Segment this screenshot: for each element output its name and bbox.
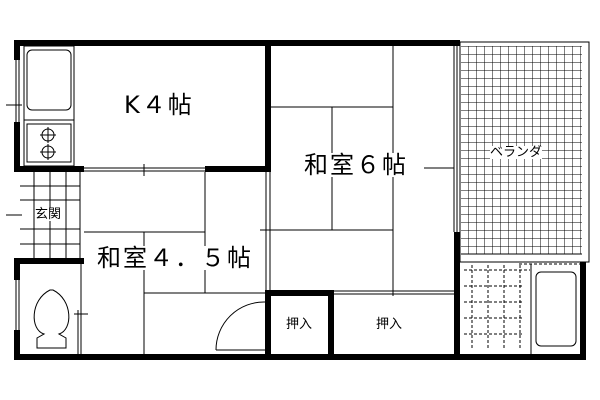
- room-label-balcony: ベランダ: [490, 145, 543, 160]
- kitchen-counter: [23, 45, 75, 167]
- balcony: [459, 41, 590, 263]
- room-label-washitsu-6: 和室６帖: [304, 151, 408, 179]
- door-swing: [215, 301, 266, 351]
- room-label-closet-small: 押入: [286, 317, 313, 332]
- window-lines: [6, 46, 458, 354]
- bathroom: [464, 263, 580, 354]
- room-label-closet-large: 押入: [376, 317, 403, 332]
- room-label-washitsu-4-5: 和室４．５帖: [97, 244, 253, 272]
- toilet: [33, 289, 70, 349]
- room-label-kitchen: K４帖: [124, 91, 194, 119]
- room-label-entrance: 玄関: [35, 207, 62, 222]
- walls: [14, 40, 586, 360]
